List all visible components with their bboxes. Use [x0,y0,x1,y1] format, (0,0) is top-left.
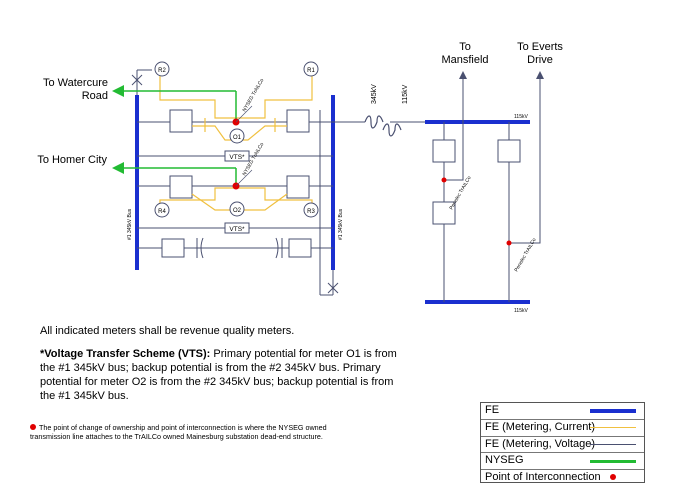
line-to-everts [509,71,544,244]
svg-text:O1: O1 [233,135,242,141]
legend-row-nyseg: NYSEG [481,453,644,471]
svg-text:O2: O2 [233,208,242,214]
legend-label-fe: FE [485,404,500,416]
svg-text:R1: R1 [307,68,315,74]
legend-row-current: FE (Metering, Current) [481,420,644,437]
cap-left-symbol [196,237,204,259]
label-to-everts-2: Drive [527,54,553,66]
legend-row-voltage: FE (Metering, Voltage) [481,437,644,454]
svg-text:VTS*: VTS* [229,226,245,233]
breaker-115-1 [432,139,456,163]
cap-right-symbol [275,237,283,259]
label-to-everts-1: To Everts [517,41,563,53]
cap-left-box [161,238,185,258]
svg-text:R3: R3 [307,209,315,215]
label-to-mansfield-2: Mansfield [441,54,488,66]
legend-swatch-current [590,426,636,428]
switch-bottom [327,282,339,294]
breaker-top-right [286,109,310,133]
label-penelec-2: Penelec TrAILCo [514,237,538,273]
notes-block: All indicated meters shall be revenue qu… [40,324,410,412]
legend-label-poi: Point of Interconnection [485,471,601,484]
footnote-poi: The point of change of ownership and poi… [30,423,330,441]
cap-right-box [288,238,312,258]
poi-dot-4 [506,240,512,246]
label-to-watercure-1: To Watercure [43,77,108,89]
meter-r2: R2 [154,61,170,77]
vts-box-2: VTS* [224,222,250,234]
footnote-text: The point of change of ownership and poi… [30,423,327,441]
label-xfmr-lv: 115kV [402,84,409,104]
breaker-top-left [169,109,193,133]
legend-row-poi: Point of Interconnection [481,470,644,486]
switch-top [131,74,143,86]
line-to-mansfield [444,71,467,181]
note-vts: *Voltage Transfer Scheme (VTS): Primary … [40,347,410,403]
label-115kv-top: 115kV [514,114,528,120]
legend: FE FE (Metering, Current) FE (Metering, … [480,402,645,483]
label-xfmr-hv: 345kV [371,84,378,104]
label-to-mansfield-1: To [459,41,471,53]
legend-row-fe: FE [481,403,644,420]
poi-bullet-icon [30,424,36,430]
note-vts-heading: *Voltage Transfer Scheme (VTS): [40,348,211,360]
legend-label-current: FE (Metering, Current) [485,420,596,433]
legend-swatch-voltage [590,443,636,445]
meter-o1: O1 [229,128,245,144]
legend-swatch-nyseg [590,460,636,464]
meter-r1: R1 [303,61,319,77]
note-vts-text: Primary potential for meter O1 is from t… [40,348,397,402]
meter-r3: R3 [303,202,319,218]
transformer [364,115,402,137]
vts-box-1: VTS* [224,150,250,162]
meter-r4: R4 [154,202,170,218]
breaker-115-3 [497,139,521,163]
label-nyseg-trailco-1: NYSEG TrAILCo [242,78,266,113]
label-bus-2: #1 345kV Bus [338,208,344,240]
label-115kv-bottom: 115kV [514,308,528,314]
poi-leader-2 [235,169,253,187]
label-bus-1: #1 345kV Bus [127,208,133,240]
label-to-watercure-2: Road [82,90,108,102]
poi-dot-3 [441,177,447,183]
svg-text:R2: R2 [158,68,166,74]
breaker-mid-left [169,175,193,199]
label-to-homer-city: To Homer City [37,154,107,166]
breaker-115-2 [432,201,456,225]
legend-swatch-fe [590,409,636,413]
svg-text:VTS*: VTS* [229,154,245,161]
legend-label-voltage: FE (Metering, Voltage) [485,437,596,450]
note-revenue-meters: All indicated meters shall be revenue qu… [40,325,295,337]
legend-label-nyseg: NYSEG [485,454,524,467]
poi-leader-1 [235,105,253,123]
svg-text:R4: R4 [158,209,166,215]
breaker-mid-right [286,175,310,199]
meter-o2: O2 [229,201,245,217]
legend-swatch-poi-dot [610,474,616,481]
